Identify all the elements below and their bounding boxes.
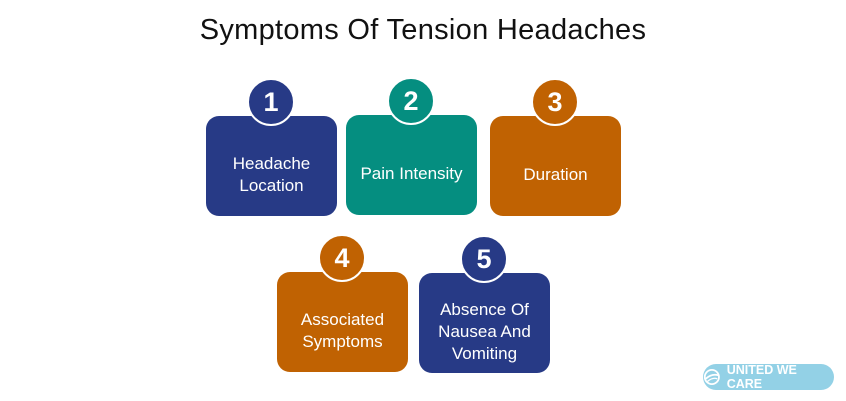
symptom-label: Pain Intensity <box>360 164 463 183</box>
symptom-card: Absence Of Nausea And Vomiting <box>419 273 550 373</box>
symptom-card: Duration <box>490 116 621 216</box>
logo-text: UNITED WE CARE <box>726 363 797 391</box>
page-title: Symptoms Of Tension Headaches <box>199 14 647 46</box>
step-number-badge: 3 <box>531 78 579 126</box>
step-number-badge: 5 <box>460 235 508 283</box>
brand-logo: UNITED WE CARE <box>703 363 834 391</box>
step-number-badge: 4 <box>318 234 366 282</box>
symptom-card: Associated Symptoms <box>277 272 408 372</box>
step-number-badge: 2 <box>387 77 435 125</box>
symptom-label: Duration <box>523 165 588 184</box>
step-number-badge: 1 <box>247 78 295 126</box>
symptom-card: Headache Location <box>206 116 337 216</box>
globe-swoosh-icon <box>703 369 720 385</box>
symptom-label: Absence Of Nausea And Vomiting <box>438 300 531 363</box>
symptom-label: Associated Symptoms <box>300 310 385 351</box>
symptom-card: Pain Intensity <box>346 115 477 215</box>
symptom-label: Headache Location <box>232 154 311 195</box>
